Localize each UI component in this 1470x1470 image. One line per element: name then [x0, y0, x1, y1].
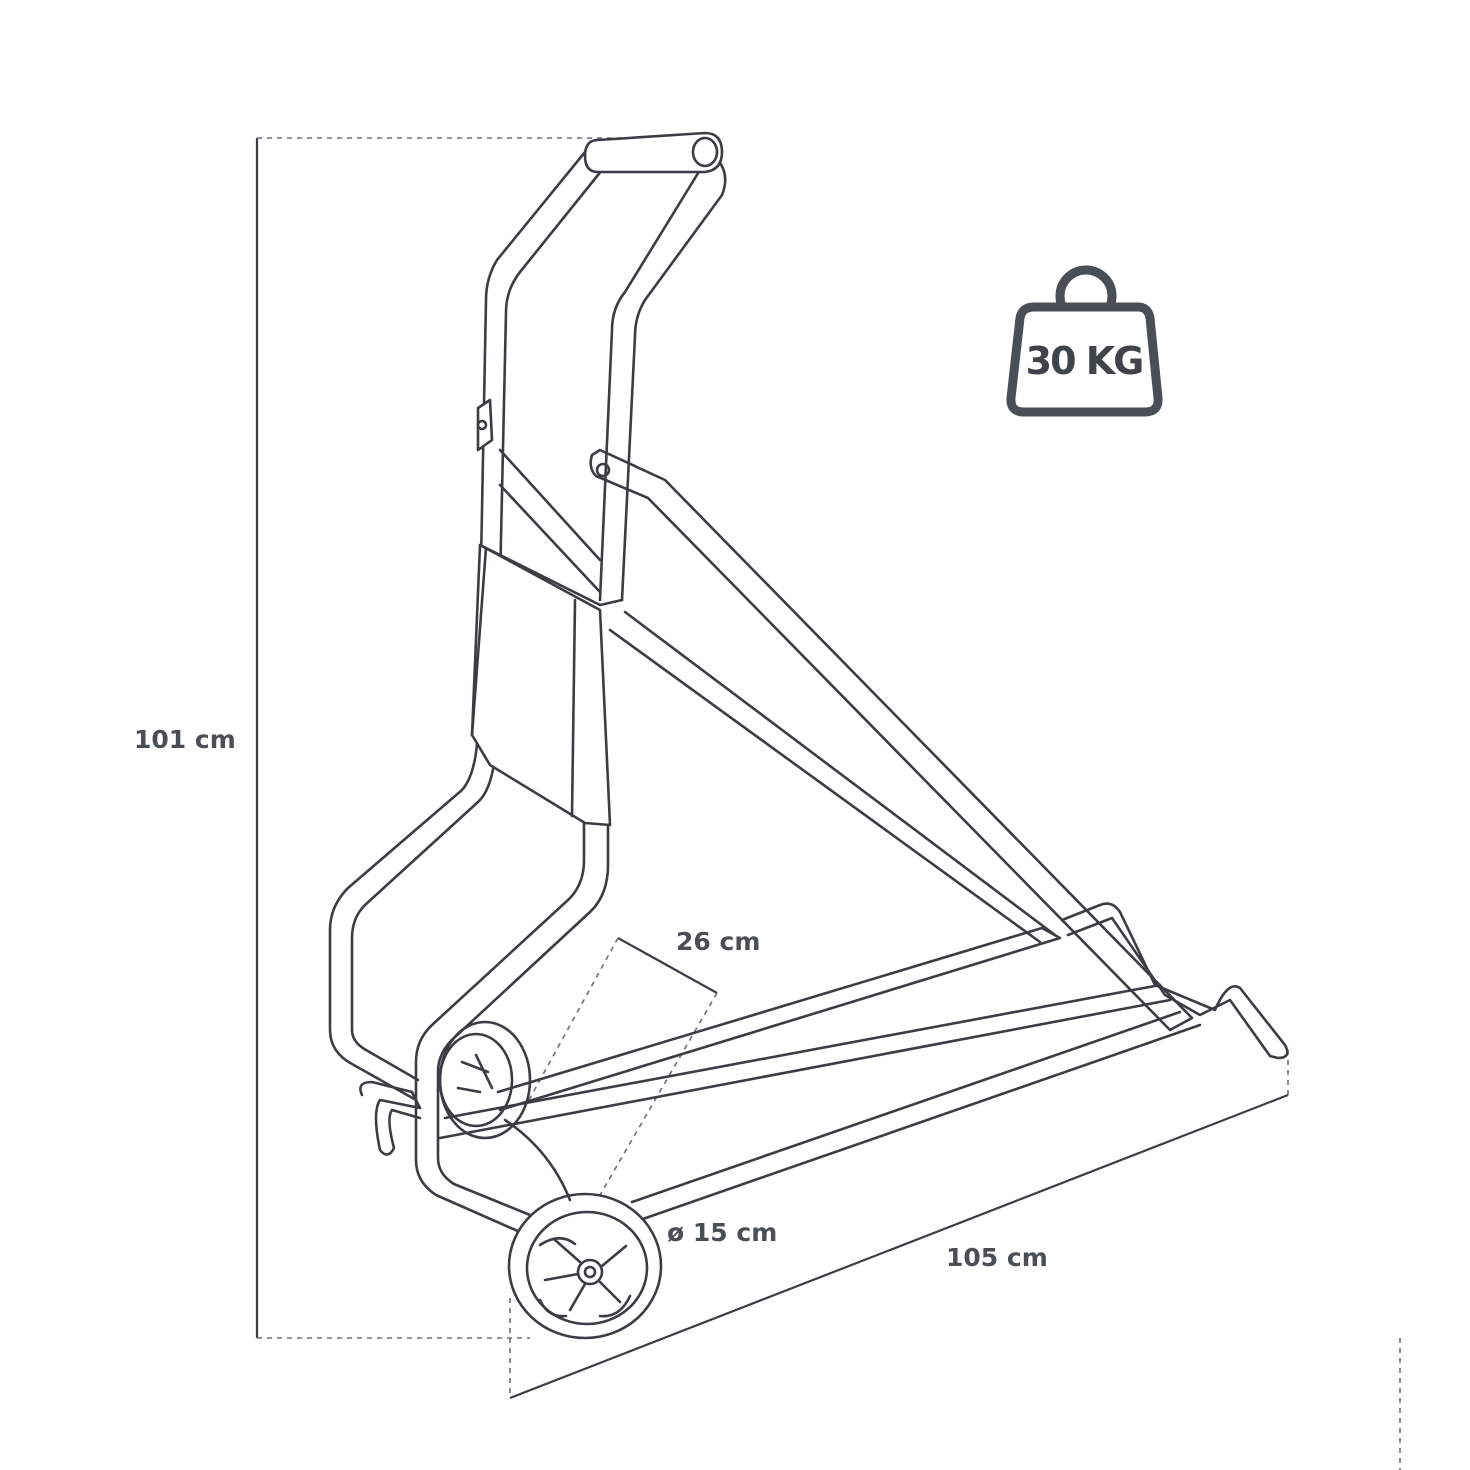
weight-icon-body: [1006, 302, 1163, 417]
wheel-guard: [503, 1118, 572, 1202]
weight-label: 30 KG: [1026, 339, 1143, 383]
right-upright: [598, 168, 702, 602]
front-wheel: [507, 1192, 663, 1340]
folding-arm-inner: [608, 610, 1057, 944]
base-rail-lower: [438, 983, 1172, 1140]
hinge-brace: [498, 448, 602, 594]
wheel-diameter-label: ø 15 cm: [667, 1218, 777, 1247]
carry-strap: [470, 543, 612, 827]
base-rail-bottom: [630, 1010, 1202, 1222]
trolley-drawing: [328, 131, 1289, 1340]
left-upright-inner: [350, 168, 604, 1082]
right-upright-inner: [620, 158, 727, 602]
rear-foot: [359, 1080, 422, 1156]
height-label: 101 cm: [134, 725, 236, 754]
weight-badge: 30 KG: [1006, 265, 1163, 417]
front-foot-frame: [1060, 902, 1289, 1060]
right-lower-upright-inner: [436, 821, 610, 1217]
depth-guide-right: [599, 992, 718, 1196]
depth-label: 26 cm: [676, 927, 760, 956]
left-upright-outer: [328, 150, 587, 1102]
length-dimension-line: [509, 1093, 1289, 1400]
right-lower-upright: [414, 821, 586, 1234]
dimension-guides: [255, 137, 1401, 1470]
depth-dimension-line: [617, 937, 718, 994]
length-label: 105 cm: [946, 1243, 1048, 1272]
depth-guide-left: [517, 937, 619, 1121]
folding-arm: [589, 448, 1194, 1032]
handle-bar: [583, 131, 724, 174]
